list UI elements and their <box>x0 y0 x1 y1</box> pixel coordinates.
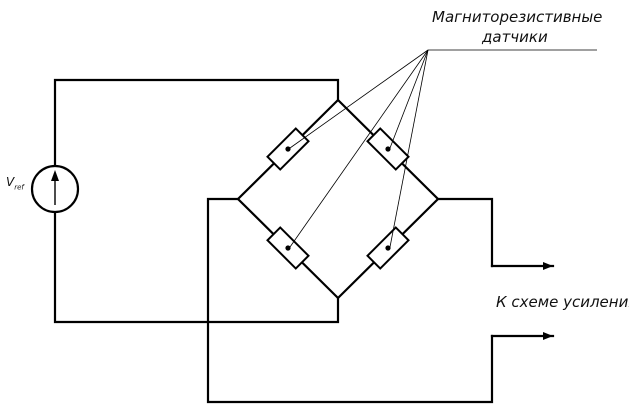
leader-line <box>389 49 429 248</box>
vref-main: V <box>6 175 15 189</box>
right-node-wire <box>436 197 494 268</box>
left-node-wire <box>206 197 494 404</box>
source-top-wire <box>53 78 340 168</box>
leader-line <box>289 49 429 149</box>
amplifier-label: К схеме усиления <box>496 293 629 311</box>
voltage-source-icon <box>30 164 80 214</box>
magnetoresistor-icon <box>266 127 310 171</box>
vref-subscript: ref <box>14 183 24 192</box>
source-bottom-wire <box>53 210 340 324</box>
bridge-diamond <box>236 98 440 300</box>
sensors-label-line1: Магниторезистивные <box>432 8 603 26</box>
magnetoresistor-icon <box>366 127 410 171</box>
leader-line <box>289 49 429 248</box>
leader-line <box>389 49 429 149</box>
magnetoresistor-icon <box>266 226 310 270</box>
magnetoresistor-icon <box>366 226 410 270</box>
sensors-label-line2: датчики <box>482 28 548 46</box>
vref-label: Vref <box>6 175 24 191</box>
